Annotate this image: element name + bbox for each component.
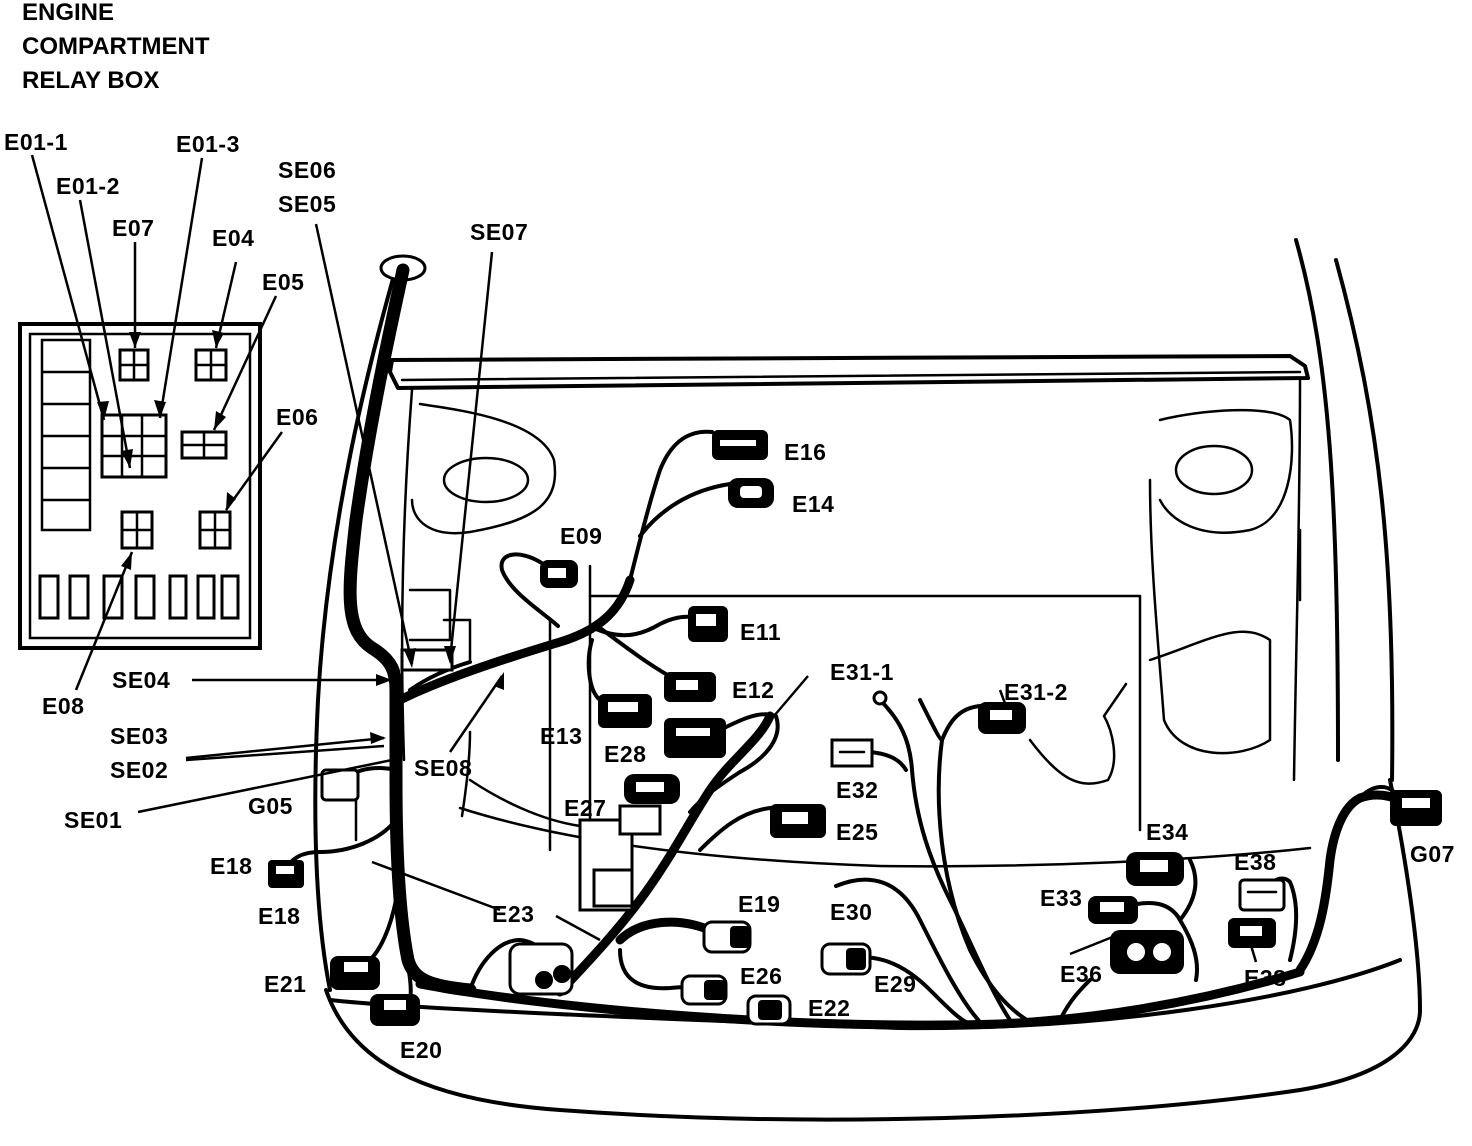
- label-e18-top: E18: [210, 853, 252, 879]
- relay-box: [18, 322, 262, 650]
- label-e26: E26: [740, 963, 782, 989]
- label-e31-1: E31-1: [830, 659, 894, 685]
- relay-box-leaders: [30, 154, 284, 691]
- label-e14: E14: [792, 491, 834, 517]
- label-g05: G05: [248, 793, 293, 819]
- label-e16: E16: [784, 439, 826, 465]
- label-e07: E07: [112, 215, 154, 241]
- label-g07: G07: [1410, 841, 1455, 867]
- label-e25: E25: [836, 819, 878, 845]
- label-e09: E09: [560, 523, 602, 549]
- title-line-3: RELAY BOX: [22, 67, 159, 94]
- label-e01-1: E01-1: [4, 129, 68, 155]
- component-leaders: [137, 223, 1258, 963]
- label-e04: E04: [212, 225, 254, 251]
- label-e06: E06: [276, 404, 318, 430]
- label-e36: E36: [1060, 961, 1102, 987]
- label-e20: E20: [400, 1037, 442, 1063]
- label-e34: E34: [1146, 819, 1188, 845]
- label-se04: SE04: [112, 667, 170, 693]
- title-line-1: ENGINE: [22, 0, 114, 26]
- label-e18-bottom: E18: [258, 903, 300, 929]
- label-e19: E19: [738, 891, 780, 917]
- label-e22: E22: [808, 995, 850, 1021]
- label-se07: SE07: [470, 219, 528, 245]
- label-e05: E05: [262, 269, 304, 295]
- connectors: [268, 430, 1442, 1026]
- label-se05: SE05: [278, 191, 336, 217]
- label-e12: E12: [732, 677, 774, 703]
- label-e28: E28: [604, 741, 646, 767]
- label-se01: SE01: [64, 807, 122, 833]
- label-e30: E30: [830, 899, 872, 925]
- label-e27: E27: [564, 795, 606, 821]
- label-e29: E29: [874, 971, 916, 997]
- label-e08: E08: [42, 693, 84, 719]
- label-e32: E32: [836, 777, 878, 803]
- label-e23: E23: [492, 901, 534, 927]
- label-e33: E33: [1040, 885, 1082, 911]
- label-se03: SE03: [110, 723, 168, 749]
- label-e31-2: E31-2: [1004, 679, 1068, 705]
- label-e21: E21: [264, 971, 306, 997]
- label-e38-top: E38: [1234, 849, 1276, 875]
- label-se02: SE02: [110, 757, 168, 783]
- label-e01-3: E01-3: [176, 131, 240, 157]
- car-body: [313, 238, 1422, 1122]
- label-se08: SE08: [414, 755, 472, 781]
- label-se06: SE06: [278, 157, 336, 183]
- label-e11: E11: [740, 619, 781, 645]
- label-e01-2: E01-2: [56, 173, 120, 199]
- label-e38-bottom: E38: [1244, 965, 1286, 991]
- title-line-2: COMPARTMENT: [22, 33, 210, 60]
- label-e13: E13: [540, 723, 582, 749]
- labels: E01-1 E01-2 E01-3 E07 E04 E05 E06 E08 SE…: [4, 129, 1455, 1063]
